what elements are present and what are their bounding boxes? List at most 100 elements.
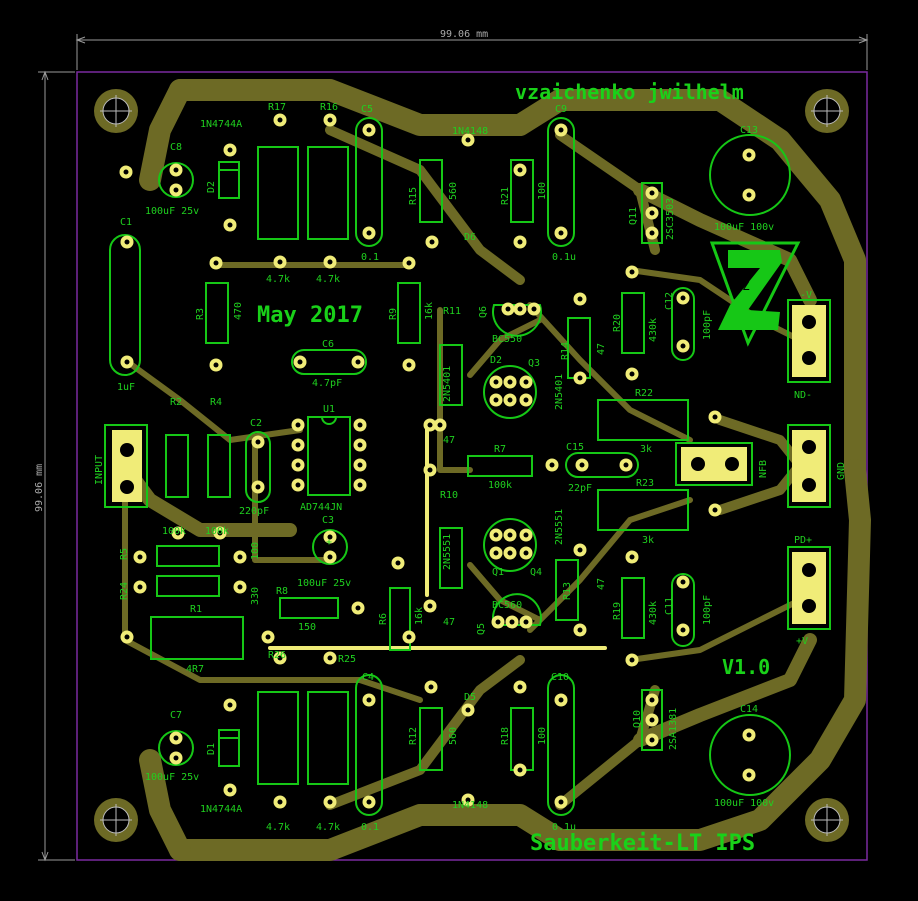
drill-hole (357, 462, 363, 468)
drill-hole (137, 584, 143, 590)
label-r21-name: R21 (500, 187, 511, 205)
label-r4-name: R4 (210, 397, 222, 408)
drill-hole (523, 532, 529, 538)
drill-hole (295, 422, 301, 428)
drill-hole (429, 239, 435, 245)
drill-hole (406, 260, 412, 266)
drill-hole (265, 634, 271, 640)
drill-hole (558, 697, 564, 703)
drill-hole (493, 550, 499, 556)
label-c2-val: 220pF (239, 506, 269, 517)
label-r6-name: R6 (378, 613, 389, 625)
drill-hole (124, 634, 130, 640)
drill-hole (523, 379, 529, 385)
label-r20-name: R20 (612, 314, 623, 332)
drill-hole (712, 507, 718, 513)
label-q5-name: Q5 (476, 623, 487, 635)
through-hole-pads (119, 113, 756, 809)
label-vpos-lbl: +V (796, 636, 808, 647)
label-r13-name: R13 (562, 582, 573, 600)
drill-hole (507, 532, 513, 538)
label-q5-type: BC560 (492, 600, 522, 611)
drill-hole (517, 306, 523, 312)
drill-hole (295, 442, 301, 448)
label-c11-name: C11 (664, 597, 675, 615)
power-pos-connector-pad (792, 552, 826, 624)
label-r22-name: R22 (635, 388, 653, 399)
authors-label: vzaichenko jwilhelm (515, 80, 744, 104)
label-c10-name: C10 (551, 672, 569, 683)
drill-hole (517, 239, 523, 245)
drill-hole (237, 554, 243, 560)
label-d5-type: 1N4148 (452, 800, 488, 811)
z-logo: Z (709, 241, 801, 347)
drill-hole (123, 169, 129, 175)
label-c9-val: 0.1u (552, 252, 576, 263)
drill-hole (355, 359, 361, 365)
label-c5-name: C5 (361, 104, 373, 115)
label-r5-val: 100 (250, 542, 261, 560)
label-c1-val: 1uF (117, 382, 135, 393)
label-r18-val: 100 (537, 727, 548, 745)
label-r1-val: 4R7 (186, 664, 204, 675)
label-input-lbl: INPUT (94, 455, 105, 485)
label-d2-name: D2 (206, 181, 217, 193)
drill-hole (227, 222, 233, 228)
label-c15-name: C15 (566, 442, 584, 453)
drill-hole (227, 787, 233, 793)
label-d2-type: 1N4744A (200, 119, 242, 130)
drill-hole (428, 684, 434, 690)
drill-hole (406, 362, 412, 368)
label-r26-val: 4.7k (266, 822, 290, 833)
label-r25-val: 4.7k (316, 822, 340, 833)
label-nd-lbl: ND- (794, 390, 812, 401)
label-r19-name: R19 (612, 602, 623, 620)
drill-hole (465, 797, 471, 803)
drill-hole (558, 230, 564, 236)
drill-hole (366, 127, 372, 133)
label-c7-val: 100uF 25v (145, 772, 199, 783)
label-q11-type: 2SC3503 (665, 198, 676, 240)
label-r17-val: 4.7k (266, 274, 290, 285)
label-c3-plus: + (326, 537, 332, 548)
label-c5-val: 0.1 (361, 252, 379, 263)
date-label: May 2017 (257, 303, 363, 328)
drill-hole (523, 397, 529, 403)
drill-hole (213, 260, 219, 266)
drill-hole (495, 619, 501, 625)
label-r2-name: R2 (170, 397, 182, 408)
drill-hole (217, 530, 223, 536)
drill-hole (124, 359, 130, 365)
drill-hole (493, 397, 499, 403)
label-r14-val: 47 (596, 343, 607, 355)
label-pd-lbl: PD+ (794, 535, 812, 546)
mounting-hole-tr (805, 89, 849, 133)
label-d6-type: 1N4148 (452, 126, 488, 137)
drill-hole (327, 534, 333, 540)
label-q11-name: Q11 (628, 207, 639, 225)
label-c7-name: C7 (170, 710, 182, 721)
drill-hole (366, 799, 372, 805)
drill-hole (507, 379, 513, 385)
drill-hole (465, 707, 471, 713)
drill-hole (579, 462, 585, 468)
label-c6-val: 4.7pF (312, 378, 342, 389)
label-r13-val: 47 (596, 578, 607, 590)
label-r22-val: 3k (640, 444, 652, 455)
drill-hole (173, 187, 179, 193)
label-c12-val: 100pF (702, 310, 713, 340)
label-r16-val: 4.7k (316, 274, 340, 285)
label-u1-name: U1 (323, 404, 335, 415)
label-c1-name: C1 (120, 217, 132, 228)
drill-hole (577, 296, 583, 302)
label-r23-val: 3k (642, 535, 654, 546)
drill-hole (507, 550, 513, 556)
mounting-hole-bl (94, 798, 138, 842)
label-r15-name: R15 (408, 187, 419, 205)
label-d1-name: D1 (206, 743, 217, 755)
label-c13-name: C13 (740, 125, 758, 136)
label-r12-name: R12 (408, 727, 419, 745)
drill-hole (523, 550, 529, 556)
label-c4-val: 0.1 (361, 822, 379, 833)
